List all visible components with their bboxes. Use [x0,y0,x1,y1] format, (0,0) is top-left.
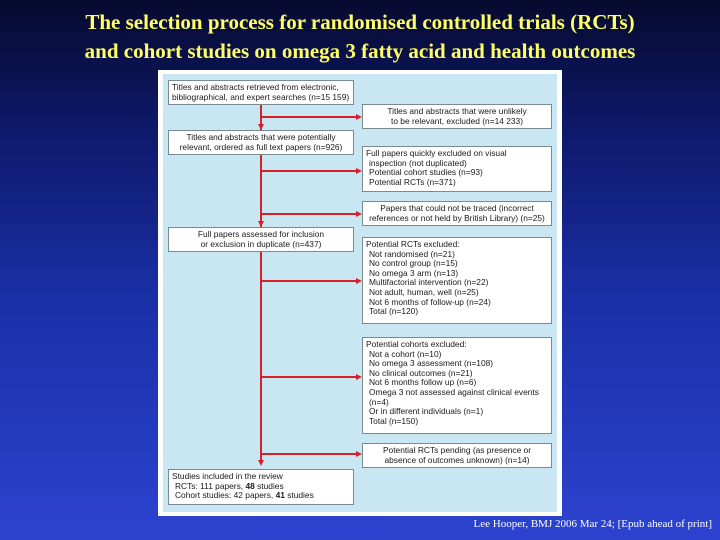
box-assessed-line-2: or exclusion in duplicate (n=437) [200,238,322,249]
arrow-head-to-potentially-relevant [258,124,264,130]
box-quick-excluded-line-1: Full papers quickly excluded on visual [366,148,507,158]
box-rcts-pending-line-1: Potential RCTs pending (as presence or [382,445,532,455]
cohorts-excluded-item: Not a cohort (n=10) [369,348,442,359]
cohorts-excluded-item: (n=4) [369,396,389,407]
box-cohorts-excluded: Potential cohorts excluded: Not a cohort… [362,337,552,434]
branch-arrow-quick-excluded [356,168,362,174]
box-potentially-relevant: Titles and abstracts that were potential… [168,130,354,155]
cohorts-excluded-item: Or in different individuals (n=1) [369,406,484,417]
box-quick-excluded-line-4: Potential RCTs (n=371) [369,176,456,187]
box-included-cohorts: Cohort studies: 42 papers, 41 studies [172,490,350,501]
box-included: Studies included in the review RCTs: 111… [168,469,354,505]
main-flow-line [260,104,262,462]
box-assessed: Full papers assessed for inclusion or ex… [168,227,354,252]
flow-diagram: Titles and abstracts retrieved from elec… [163,74,557,512]
included-cohort-count: 41 [275,490,285,501]
slide-title: The selection process for randomised con… [0,8,720,66]
rcts-excluded-item: Not adult, human, well (n=25) [369,286,479,297]
box-not-traced-line-2: references or not held by British Librar… [369,212,545,223]
cohorts-excluded-item: No omega 3 assessment (n=108) [369,358,494,369]
rcts-excluded-item: No omega 3 arm (n=13) [369,267,459,278]
branch-line-rcts-pending [261,453,357,455]
included-cohort-prefix: Cohort studies: 42 papers, [175,490,276,501]
branch-arrow-cohorts-excluded [356,374,362,380]
branch-line-not-traced [261,213,357,215]
box-rcts-pending-line-2: absence of outcomes unknown) (n=14) [384,454,530,465]
cohorts-excluded-heading: Potential cohorts excluded: [366,339,467,349]
included-rcts-suffix: studies [254,480,284,491]
box-quick-excluded: Full papers quickly excluded on visual i… [362,146,552,192]
slide-title-line-2: and cohort studies on omega 3 fatty acid… [84,39,636,63]
rcts-excluded-heading: Potential RCTs excluded: [366,239,460,249]
box-not-traced-line-1: Papers that could not be traced (incorre… [380,203,534,213]
cohorts-excluded-item: Total (n=150) [369,415,419,426]
rcts-excluded-item: Not randomised (n=21) [369,248,455,259]
cohorts-excluded-item: Omega 3 not assessed against clinical ev… [369,386,539,397]
arrow-head-to-assessed [258,221,264,227]
box-included-rcts: RCTs: 111 papers, 48 studies [172,480,350,492]
cohorts-excluded-item: No clinical outcomes (n=21) [369,367,473,378]
box-retrieved-line-1: Titles and abstracts retrieved from elec… [172,82,339,92]
branch-line-rcts-excluded [261,280,357,282]
main-flow-arrow-head [258,460,264,466]
box-included-heading: Studies included in the review [172,471,283,481]
box-excluded-unlikely-line-2: to be relevant, excluded (n=14 233) [391,115,523,126]
box-excluded-unlikely: Titles and abstracts that were unlikely … [362,104,552,129]
box-rcts-pending: Potential RCTs pending (as presence or a… [362,443,552,468]
box-excluded-unlikely-line-1: Titles and abstracts that were unlikely [387,106,527,116]
branch-line-quick-excluded [261,170,357,172]
rcts-excluded-item: Multifactorial intervention (n=22) [369,277,489,288]
box-quick-excluded-line-2: inspection (not duplicated) [369,157,467,168]
box-quick-excluded-line-3: Potential cohort studies (n=93) [369,167,483,178]
branch-line-cohorts-excluded [261,376,357,378]
box-retrieved: Titles and abstracts retrieved from elec… [168,80,354,105]
box-not-traced: Papers that could not be traced (incorre… [362,201,552,226]
included-rcts-prefix: RCTs: 111 papers, [175,480,246,491]
rcts-excluded-item: No control group (n=15) [369,258,458,269]
cohorts-excluded-item: Not 6 months follow up (n=6) [369,377,477,388]
rcts-excluded-item: Total (n=120) [369,306,419,317]
slide-title-line-1: The selection process for randomised con… [85,10,635,34]
box-rcts-excluded: Potential RCTs excluded: Not randomised … [362,237,552,324]
box-retrieved-line-2: bibliographical, and expert searches (n=… [172,91,350,102]
included-cohort-suffix: studies [284,490,314,501]
citation: Lee Hooper, BMJ 2006 Mar 24; [Epub ahead… [473,518,712,530]
branch-arrow-not-traced [356,211,362,217]
box-potentially-relevant-line-1: Titles and abstracts that were potential… [186,132,336,142]
branch-line-excluded-unlikely [261,116,357,118]
branch-arrow-rcts-excluded [356,278,362,284]
box-assessed-line-1: Full papers assessed for inclusion [197,229,325,239]
branch-arrow-excluded-unlikely [356,114,362,120]
included-rcts-count: 48 [245,480,255,491]
branch-arrow-rcts-pending [356,451,362,457]
box-potentially-relevant-line-2: relevant, ordered as full text papers (n… [179,141,343,152]
rcts-excluded-item: Not 6 months of follow-up (n=24) [369,296,491,307]
